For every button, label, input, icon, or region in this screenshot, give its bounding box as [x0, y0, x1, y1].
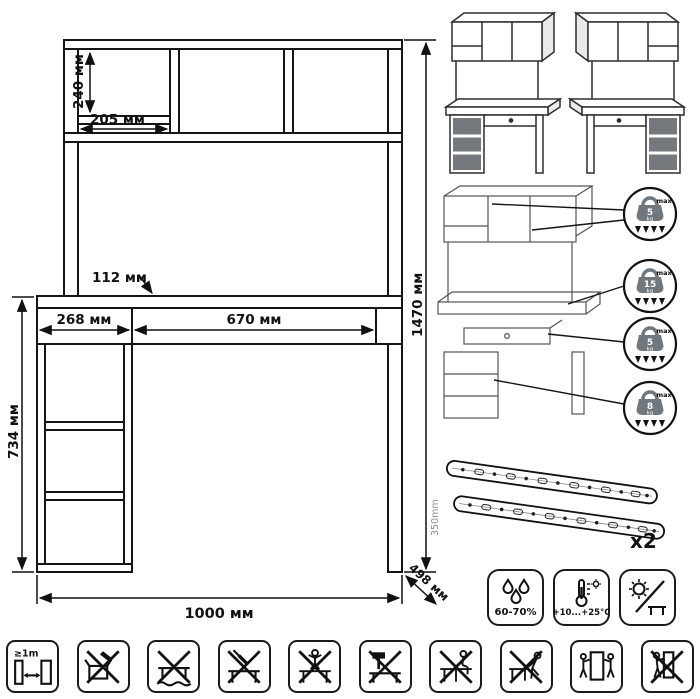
no-hammering-icon [358, 640, 412, 693]
dim-desk-height: 734 мм [6, 404, 22, 459]
exploded-desk-sketch [437, 185, 602, 419]
slide-length-label: 350mm [430, 499, 441, 536]
load-badge-1: 5 kg max [622, 186, 678, 242]
badge-value: 15 [644, 280, 657, 290]
dim-pedestal-width: 268 мм [57, 312, 112, 328]
badge-note: max [656, 327, 672, 335]
dim-shelf-depth: 205 мм [90, 112, 145, 128]
no-single-person-carry-icon [640, 640, 694, 693]
badge-unit: kg [647, 347, 654, 353]
no-direct-sunlight-icon [628, 578, 666, 615]
pedestal-shaded [453, 118, 481, 170]
leader-lines [491, 203, 625, 405]
load-badge-4: 8 kg max [622, 380, 678, 436]
desk-dimension-drawing: 240 мм 205 мм 1470 мм 112 мм 268 мм 670 … [6, 39, 452, 622]
badge-note: max [656, 269, 672, 277]
usage-conditions: 60-70% +10...+25°C [487, 569, 676, 626]
badge-note: max [656, 391, 672, 399]
slide-rail-1 [445, 460, 658, 505]
load-badge-3: 5 kg max [622, 316, 678, 372]
badge-unit: kg [647, 217, 654, 223]
handling-pictograms: ≥1m [6, 640, 694, 693]
slide-rail-2 [453, 495, 666, 540]
humidity-drops-icon [501, 577, 530, 604]
load-capacity-diagram: 5 kg max 15 kg max 5 kg [437, 185, 678, 436]
variant-pedestal-left [443, 11, 562, 174]
down-arrows-icon [635, 226, 665, 233]
down-arrows-icon [635, 420, 665, 427]
no-uneven-surface-icon [147, 640, 201, 693]
desk-structure [36, 39, 403, 573]
clearance-1m-icon: ≥1m [6, 640, 59, 693]
dim-drawer-front-height: 112 мм [92, 270, 147, 286]
dim-overall-width: 1000 мм [184, 606, 253, 622]
humidity-label: 60-70% [494, 607, 537, 618]
temperature-label: +10...+25°C [552, 607, 611, 618]
badge-unit: kg [647, 411, 654, 417]
kettlebell-weight-icon [641, 268, 659, 278]
no-sitting-icon [429, 640, 483, 693]
no-standing-icon [288, 640, 342, 693]
badge-value: 5 [647, 338, 653, 348]
dim-overall-height: 1470 мм [410, 273, 426, 337]
humidity-card: 60-70% [487, 569, 544, 626]
dim-shelf-height: 240 мм [71, 54, 87, 109]
drawer-slides: 350mm [430, 460, 666, 553]
kettlebell-weight-icon [641, 196, 659, 206]
badge-unit: kg [647, 289, 654, 295]
no-knife-unpacking-icon [76, 640, 130, 693]
no-pushing-icon [499, 640, 553, 693]
kettlebell-weight-icon [641, 326, 659, 336]
temperature-range-icon [575, 578, 601, 607]
clearance-label: ≥1m [14, 648, 38, 659]
down-arrows-icon [635, 356, 665, 363]
slide-rails [445, 460, 666, 540]
orientation-variants [436, 10, 694, 180]
load-badge-2: 15 kg max [622, 258, 678, 314]
badge-value: 5 [647, 208, 653, 218]
kettlebell-weight-icon [641, 390, 659, 400]
dim-drawer-width: 670 мм [227, 312, 282, 328]
down-arrows-icon [635, 298, 665, 305]
two-person-carry-icon [570, 640, 624, 693]
slide-quantity: x2 [630, 529, 657, 553]
dimension-lines [12, 39, 437, 605]
badge-value: 8 [647, 402, 653, 412]
temperature-card: +10...+25°C [552, 569, 611, 626]
no-tools-on-top-icon [217, 640, 271, 693]
sunlight-card [619, 569, 676, 626]
variant-pedestal-right [568, 11, 687, 174]
badge-note: max [656, 197, 672, 205]
